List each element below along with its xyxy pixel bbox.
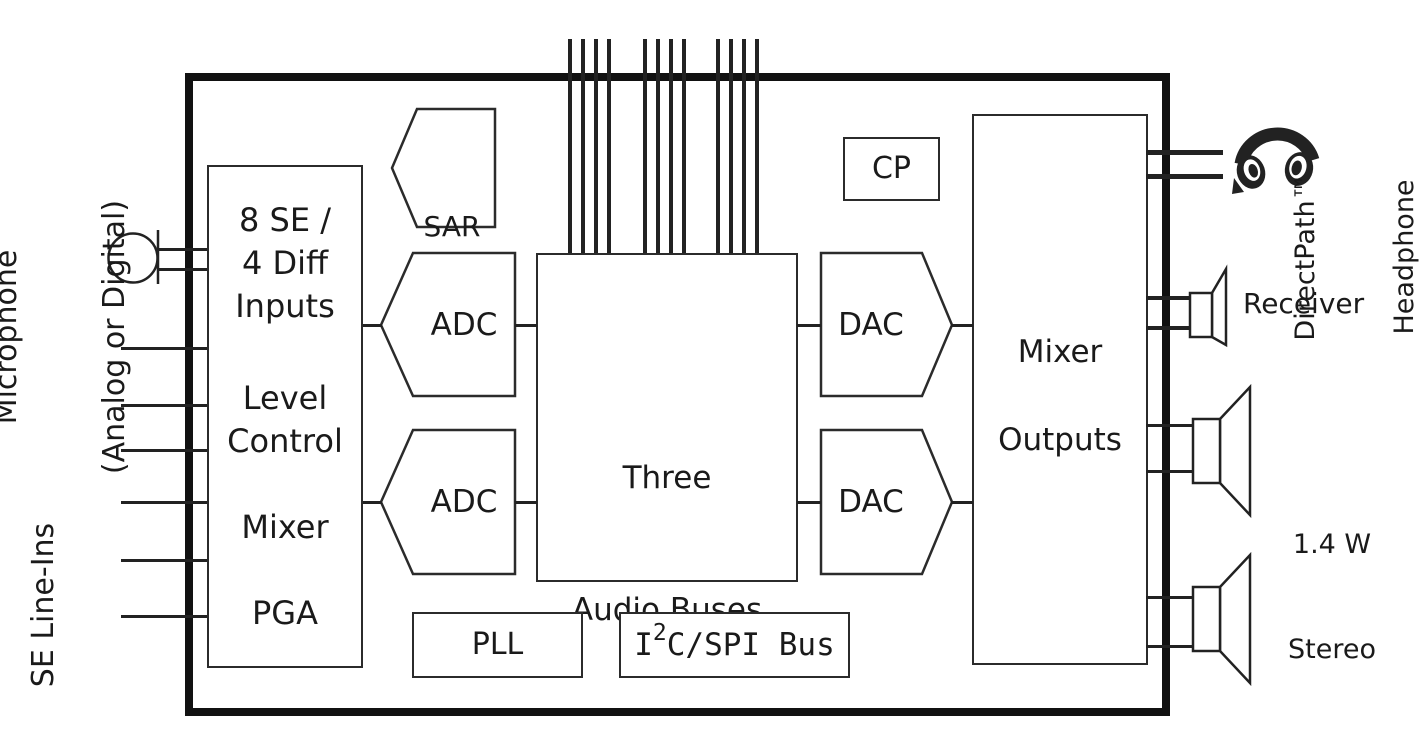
receiver-line bbox=[1146, 296, 1192, 300]
bus-line bbox=[742, 39, 746, 253]
bus-line bbox=[669, 39, 673, 253]
input-block-label: 4 Diff bbox=[241, 244, 329, 282]
dac-bottom-shape bbox=[819, 428, 954, 576]
speaker-top-icon bbox=[1191, 383, 1252, 519]
mic-input-line bbox=[158, 248, 208, 251]
connector-line bbox=[951, 324, 973, 327]
outputs-label: Outputs bbox=[998, 422, 1122, 458]
input-block-label: Mixer bbox=[241, 508, 329, 546]
microphone-icon bbox=[107, 230, 160, 284]
bus-line bbox=[568, 39, 572, 253]
i2c-spi-label: I2C/SPI Bus bbox=[634, 620, 835, 663]
speaker-bottom-icon bbox=[1191, 551, 1252, 687]
input-block-label: PGA bbox=[252, 594, 318, 632]
line-in-line bbox=[121, 449, 208, 452]
speaker-line bbox=[1146, 596, 1194, 599]
cp-label: CP bbox=[871, 151, 912, 186]
input-block-label: Inputs bbox=[235, 287, 335, 325]
cp-block bbox=[843, 137, 940, 201]
input-block-label: 8 SE / bbox=[238, 201, 331, 239]
connector-line bbox=[363, 501, 382, 504]
bus-line bbox=[607, 39, 611, 253]
adc-bottom-shape bbox=[379, 428, 517, 576]
dac-top-label: DAC bbox=[838, 307, 904, 343]
line-in-line bbox=[121, 501, 208, 504]
adc-top-shape bbox=[379, 251, 517, 398]
mixer-outputs-block bbox=[972, 114, 1148, 665]
dac-top-shape bbox=[819, 251, 954, 398]
headphone-line bbox=[1146, 174, 1223, 179]
pll-block bbox=[412, 612, 583, 678]
bus-line bbox=[716, 39, 720, 253]
receiver-speaker-icon bbox=[1188, 264, 1228, 348]
pll-label: PLL bbox=[471, 627, 524, 662]
line-in-line bbox=[121, 404, 208, 407]
audio-bus-label: Three Audio Buses bbox=[571, 460, 763, 628]
headphone-line bbox=[1146, 150, 1223, 155]
input-block-label: Level bbox=[242, 379, 328, 417]
audio-bus-block bbox=[536, 253, 798, 582]
adc-bottom-label: ADC bbox=[430, 484, 498, 520]
bus-line bbox=[755, 39, 759, 253]
directpath-headphone-label: DirectPath™ Headphone bbox=[1290, 173, 1420, 341]
speaker-line bbox=[1146, 424, 1194, 427]
bus-line bbox=[594, 39, 598, 253]
dac-bottom-label: DAC bbox=[838, 484, 904, 520]
line-in-line bbox=[121, 559, 208, 562]
headphone-icon bbox=[1232, 127, 1320, 194]
connector-line bbox=[515, 501, 537, 504]
se-line-ins-label: SE Line-Ins bbox=[26, 522, 61, 688]
speaker-line bbox=[1146, 645, 1194, 648]
stereo-speaker-label: 1.4 W Stereo Speaker (Class-D) bbox=[1288, 529, 1376, 665]
bus-line bbox=[656, 39, 660, 253]
bus-line bbox=[682, 39, 686, 253]
connector-line bbox=[951, 501, 973, 504]
connector-line bbox=[797, 324, 821, 327]
adc-top-label: ADC bbox=[430, 307, 498, 343]
mic-input-line bbox=[158, 268, 208, 271]
speaker-line bbox=[1146, 470, 1194, 473]
receiver-line bbox=[1146, 326, 1192, 330]
chip-boundary-box bbox=[185, 73, 1170, 716]
bus-line bbox=[643, 39, 647, 253]
input-block bbox=[207, 165, 363, 668]
bus-line bbox=[729, 39, 733, 253]
connector-line bbox=[515, 324, 537, 327]
bus-line bbox=[581, 39, 585, 253]
i2c-spi-block bbox=[619, 612, 850, 678]
receiver-label: Receiver bbox=[1243, 287, 1365, 320]
connector-line bbox=[363, 324, 382, 327]
sar-adc-shape bbox=[390, 107, 497, 229]
line-in-line bbox=[121, 615, 208, 618]
mixer-label: Mixer bbox=[1017, 334, 1103, 370]
line-in-line bbox=[121, 347, 208, 350]
input-block-label: Control bbox=[227, 422, 343, 460]
connector-line bbox=[797, 501, 821, 504]
